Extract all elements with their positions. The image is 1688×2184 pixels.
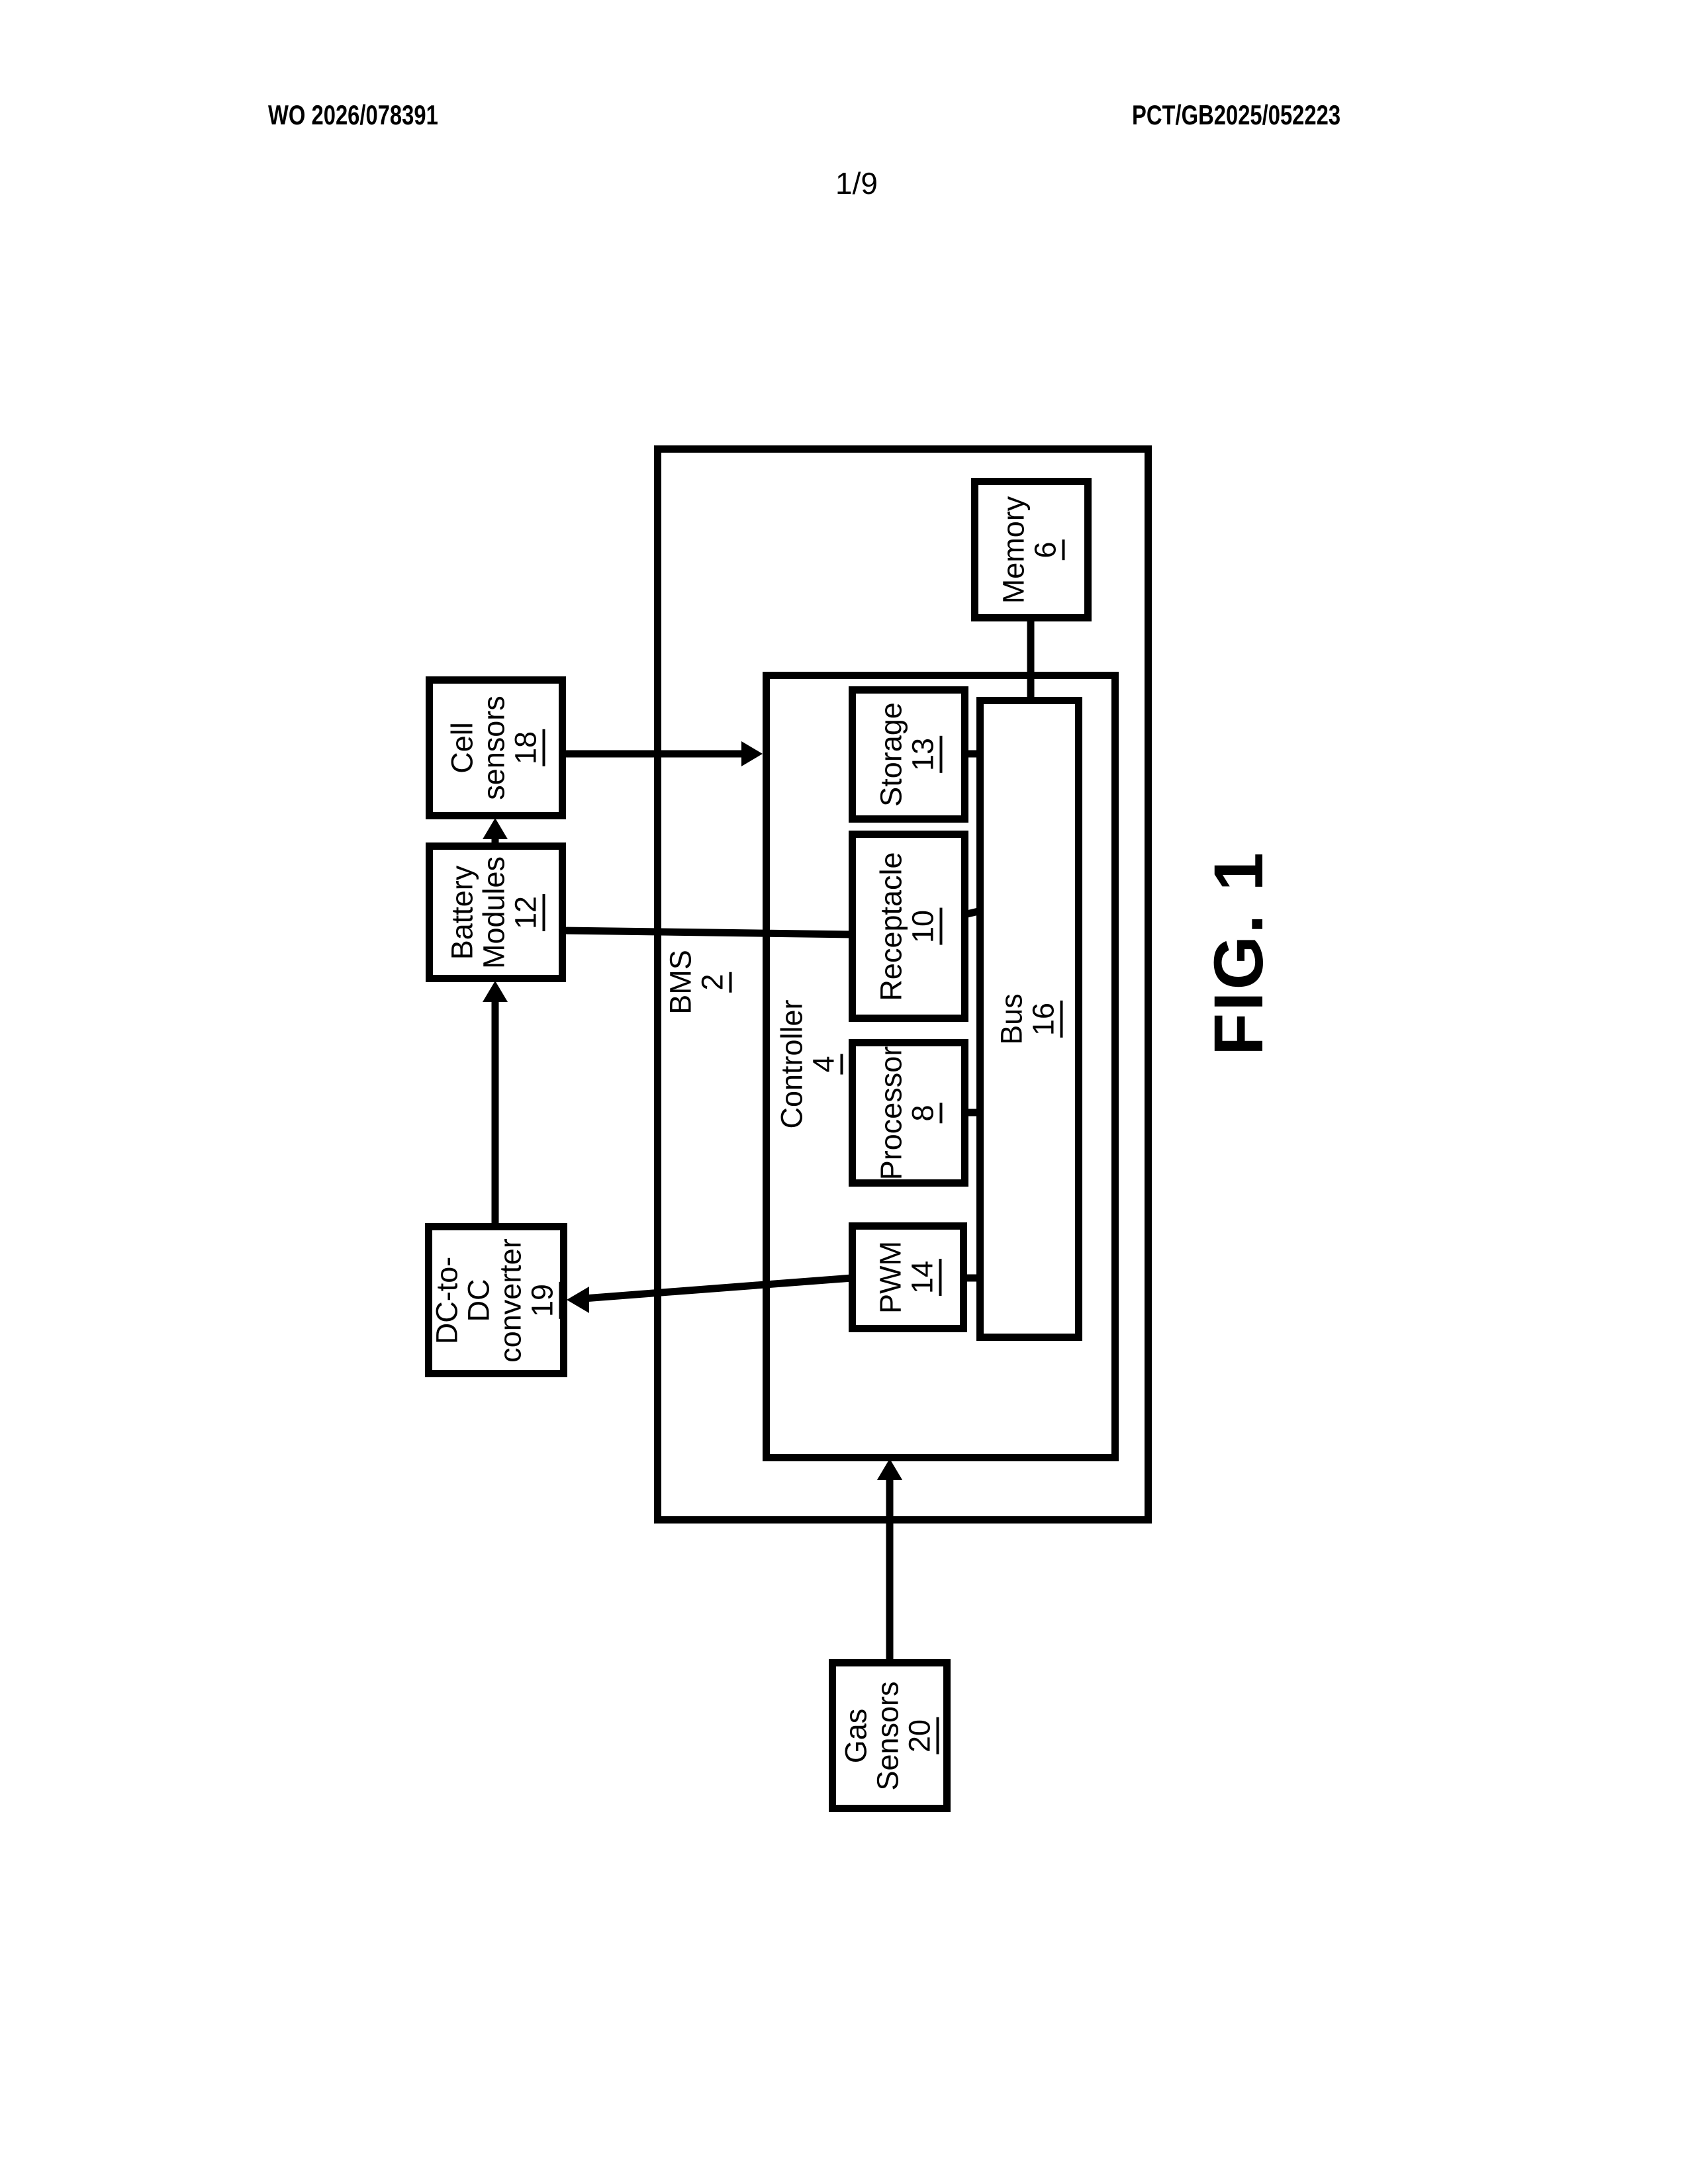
gas-sensors-to-controller-arrowhead bbox=[877, 1459, 902, 1480]
battery-modules-to-cell-sensors-arrowhead bbox=[483, 818, 508, 839]
controller-box bbox=[763, 672, 1119, 1461]
processor-box: Processor 8 bbox=[849, 1039, 968, 1187]
bus-box: Bus 16 bbox=[976, 697, 1082, 1341]
cell-sensors-to-controller-arrowhead bbox=[741, 741, 763, 766]
pwm-box: PWM 14 bbox=[849, 1222, 967, 1332]
publication-number: WO 2026/078391 bbox=[268, 99, 438, 130]
gas-sensors-box: Gas Sensors 20 bbox=[829, 1659, 951, 1812]
cell-sensors-box: Cell sensors 18 bbox=[426, 676, 566, 819]
receptacle-to-bus-line bbox=[963, 907, 982, 919]
memory-box: Memory 6 bbox=[971, 478, 1092, 621]
receptacle-box: Receptacle 10 bbox=[849, 831, 968, 1022]
sheet-number: 1/9 bbox=[835, 166, 878, 201]
dc-dc-to-battery-modules-arrowhead bbox=[483, 981, 508, 1002]
battery-modules-box: Battery Modules 12 bbox=[426, 842, 566, 982]
application-number: PCT/GB2025/052223 bbox=[1132, 99, 1341, 130]
bms-box bbox=[654, 445, 1152, 1524]
pwm-to-dc-dc-line bbox=[583, 1274, 853, 1302]
pwm-to-dc-dc-arrowhead bbox=[567, 1287, 589, 1313]
dc-dc-converter-box: DC-to- DC converter 19 bbox=[425, 1223, 567, 1377]
battery-modules-to-receptacle-line bbox=[562, 927, 853, 938]
